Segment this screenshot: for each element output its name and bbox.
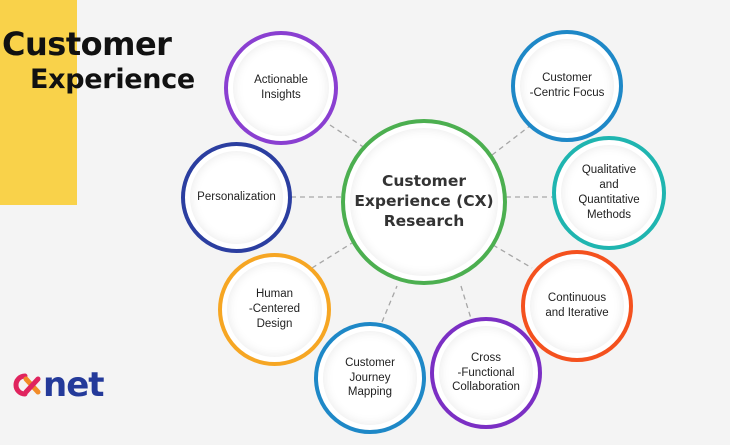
connector-customer-centric-focus: [491, 121, 536, 156]
center-node-cx-research: Customer Experience (CX) Research: [341, 119, 507, 285]
cx-logo-icon: [12, 370, 42, 400]
yellow-accent-bar: [0, 0, 77, 205]
title-line-1: Customer: [2, 25, 172, 63]
center-node-label: Customer Experience (CX) Research: [354, 172, 494, 230]
node-label: Actionable Insights: [254, 74, 308, 101]
cxnet-logo: net: [12, 365, 105, 405]
connector-customer-journey-mapping: [381, 285, 398, 323]
page-title: Customer Experience: [2, 28, 195, 93]
node-label: Personalization: [197, 191, 276, 204]
connector-cross-functional-collaboration: [460, 285, 473, 323]
node-actionable-insights: Actionable Insights: [224, 31, 338, 145]
node-personalization: Personalization: [181, 142, 292, 253]
node-label: Customer Journey Mapping: [345, 356, 395, 399]
node-label: Cross -Functional Collaboration: [452, 351, 520, 394]
connector-continuous-iterative: [492, 244, 533, 269]
connector-human-centered-design: [311, 242, 353, 269]
title-line-2: Experience: [30, 64, 195, 95]
node-cross-functional-collaboration: Cross -Functional Collaboration: [430, 317, 542, 429]
node-label: Customer -Centric Focus: [529, 72, 605, 99]
node-continuous-iterative: Continuous and Iterative: [521, 250, 633, 362]
node-human-centered-design: Human -Centered Design: [218, 253, 331, 366]
logo-text: net: [43, 365, 105, 405]
node-customer-journey-mapping: Customer Journey Mapping: [314, 322, 426, 434]
node-label: Continuous and Iterative: [545, 292, 609, 319]
node-label: Qualitative and Quantitative Methods: [578, 164, 640, 221]
node-customer-centric-focus: Customer -Centric Focus: [511, 30, 623, 142]
node-qualitative-quantitative: Qualitative and Quantitative Methods: [552, 136, 666, 250]
node-label: Human -Centered Design: [248, 288, 301, 330]
